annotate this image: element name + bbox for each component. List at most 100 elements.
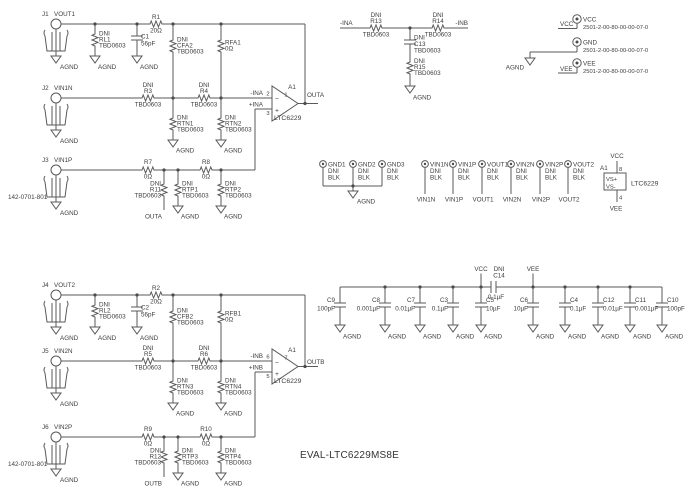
part-value: 10µF: [514, 306, 529, 313]
resistor-icon: [217, 378, 225, 396]
resistor-icon: [169, 308, 177, 326]
testpoint-icon: [564, 160, 572, 168]
part-ref: RTN4: [225, 384, 242, 391]
resistor-r7: R7 0Ω: [139, 159, 157, 181]
part-value: 0.1µF: [488, 294, 504, 301]
agnd-label: AGND: [140, 64, 159, 71]
part-ref: RTP3: [182, 454, 198, 461]
part-ref: R6: [200, 351, 209, 358]
agnd-label: AGND: [60, 64, 79, 71]
agnd-label: AGND: [176, 148, 195, 155]
part-ref: CFB2: [177, 314, 194, 321]
testpoint-color: BLK: [545, 175, 558, 182]
input-coupling-network: -INA -INB DNI R13 TBD0603 DNI R14 TBD060…: [340, 12, 468, 102]
capacitor-icon: [446, 302, 460, 308]
opamp-minus-sign: −: [275, 96, 279, 103]
agnd-icon: [334, 324, 346, 333]
part-value: TBD0603: [191, 102, 218, 109]
resistor-icon: [217, 115, 225, 133]
part-value: TBD0603: [425, 32, 452, 39]
power-block-body: [603, 172, 627, 191]
agnd-label: AGND: [224, 148, 243, 155]
agnd-label: AGND: [60, 335, 79, 342]
agnd-label: AGND: [60, 401, 79, 408]
agnd-label: AGND: [98, 64, 117, 71]
opamp-ref: A1: [600, 165, 608, 172]
net-label: VEE: [527, 266, 540, 273]
part-ref: R10: [200, 426, 212, 433]
part-value: TBD0603: [134, 193, 161, 200]
resistor-icon: [174, 448, 182, 466]
pin-number: 2: [266, 92, 269, 98]
agnd-icon: [131, 326, 143, 335]
testpoint-icon: [319, 160, 327, 168]
part-value: 20Ω: [150, 28, 162, 35]
turret-vcc: VCC VCC 2501-2-00-80-00-00-07-0: [558, 14, 648, 31]
part-value: TBD0603: [99, 43, 126, 50]
agnd-icon: [50, 129, 62, 138]
part-value: TBD0603: [177, 390, 204, 397]
agnd-icon: [215, 402, 227, 411]
net-label: -INB: [455, 20, 468, 27]
connector-part-number: 142-0701-801: [8, 194, 48, 201]
dni-flag: DNI: [225, 115, 236, 122]
dni-flag: DNI: [458, 168, 469, 175]
agnd-icon: [656, 324, 668, 333]
net-label: VOUT1: [473, 197, 494, 204]
pin-net-label: -INB: [250, 353, 263, 360]
agnd-label: AGND: [423, 334, 442, 341]
part-value: 10µF: [486, 306, 501, 313]
agnd-label: AGND: [633, 334, 652, 341]
part-value: TBD0603: [99, 314, 126, 321]
part-value: TBD0603: [191, 365, 218, 372]
part-value: TBD0603: [225, 460, 252, 467]
part-value: 0.1µF: [570, 306, 586, 313]
net-label: OUTA: [307, 92, 325, 99]
resistor-icon: [197, 166, 215, 174]
part-ref: C6: [520, 297, 529, 304]
resistor-icon: [169, 115, 177, 133]
agnd-label: AGND: [176, 411, 195, 418]
opamp-a1-channel-b: -INB 6 +INB 5 − + A1 7 LTC6229 OUTB: [249, 347, 325, 385]
part-ref: R3: [144, 88, 153, 95]
testpoint-icon: [378, 160, 386, 168]
part-value: TBD0603: [135, 365, 162, 372]
opamp-minus-sign: −: [275, 360, 279, 367]
agnd-icon: [447, 324, 459, 333]
part-ref: R13: [370, 18, 382, 25]
dni-flag: DNI: [545, 168, 556, 175]
opamp-power-block: A1 8 VCC VS+ VS- 4 VEE LTC6229: [600, 153, 659, 213]
resistor-icon: [406, 59, 414, 77]
connector-j5: J5 VIN2N AGND: [42, 348, 79, 408]
part-ref: C12: [603, 297, 615, 304]
agnd-label: AGND: [601, 334, 620, 341]
resistor-r1: R1 20Ω: [147, 14, 165, 35]
part-ref: R11: [150, 187, 162, 194]
agnd-label: AGND: [60, 138, 79, 145]
part-value: 0Ω: [202, 441, 211, 448]
agnd-label: AGND: [456, 334, 475, 341]
agnd-icon: [379, 324, 391, 333]
testpoint-color: BLK: [358, 175, 371, 182]
testpoint-icon: [507, 160, 515, 168]
connector-j3: J3 VIN1P 142-0701-801 AGND: [8, 157, 79, 217]
dni-flag: DNI: [414, 35, 425, 42]
agnd-label: AGND: [181, 481, 200, 488]
net-label: VIN1P: [54, 157, 72, 164]
connector-j1: J1 VOUT1 AGND: [42, 11, 79, 71]
dni-flag: DNI: [414, 58, 425, 65]
resistor-rtn1: DNI RTN1 TBD0603 AGND: [167, 115, 204, 155]
testpoint-name: VOUT1: [487, 162, 508, 169]
agnd-icon: [50, 392, 62, 401]
agnd-icon: [475, 324, 487, 333]
resistor-cfa2: DNI CFA2 TBD0603: [169, 37, 204, 56]
agnd-icon: [215, 139, 227, 148]
testpoints-signals: VIN1N DNI BLK VIN1N VIN1P DNI BLK VIN1P …: [417, 160, 594, 204]
dni-flag: DNI: [177, 37, 188, 44]
agnd-icon: [559, 324, 571, 333]
opamp-triangle: [271, 85, 299, 122]
pin-number: 1: [284, 93, 287, 99]
dni-flag: DNI: [225, 448, 236, 455]
pin-number: 3: [266, 111, 269, 117]
resistor-cfb2: DNI CFB2 TBD0603: [169, 308, 204, 327]
